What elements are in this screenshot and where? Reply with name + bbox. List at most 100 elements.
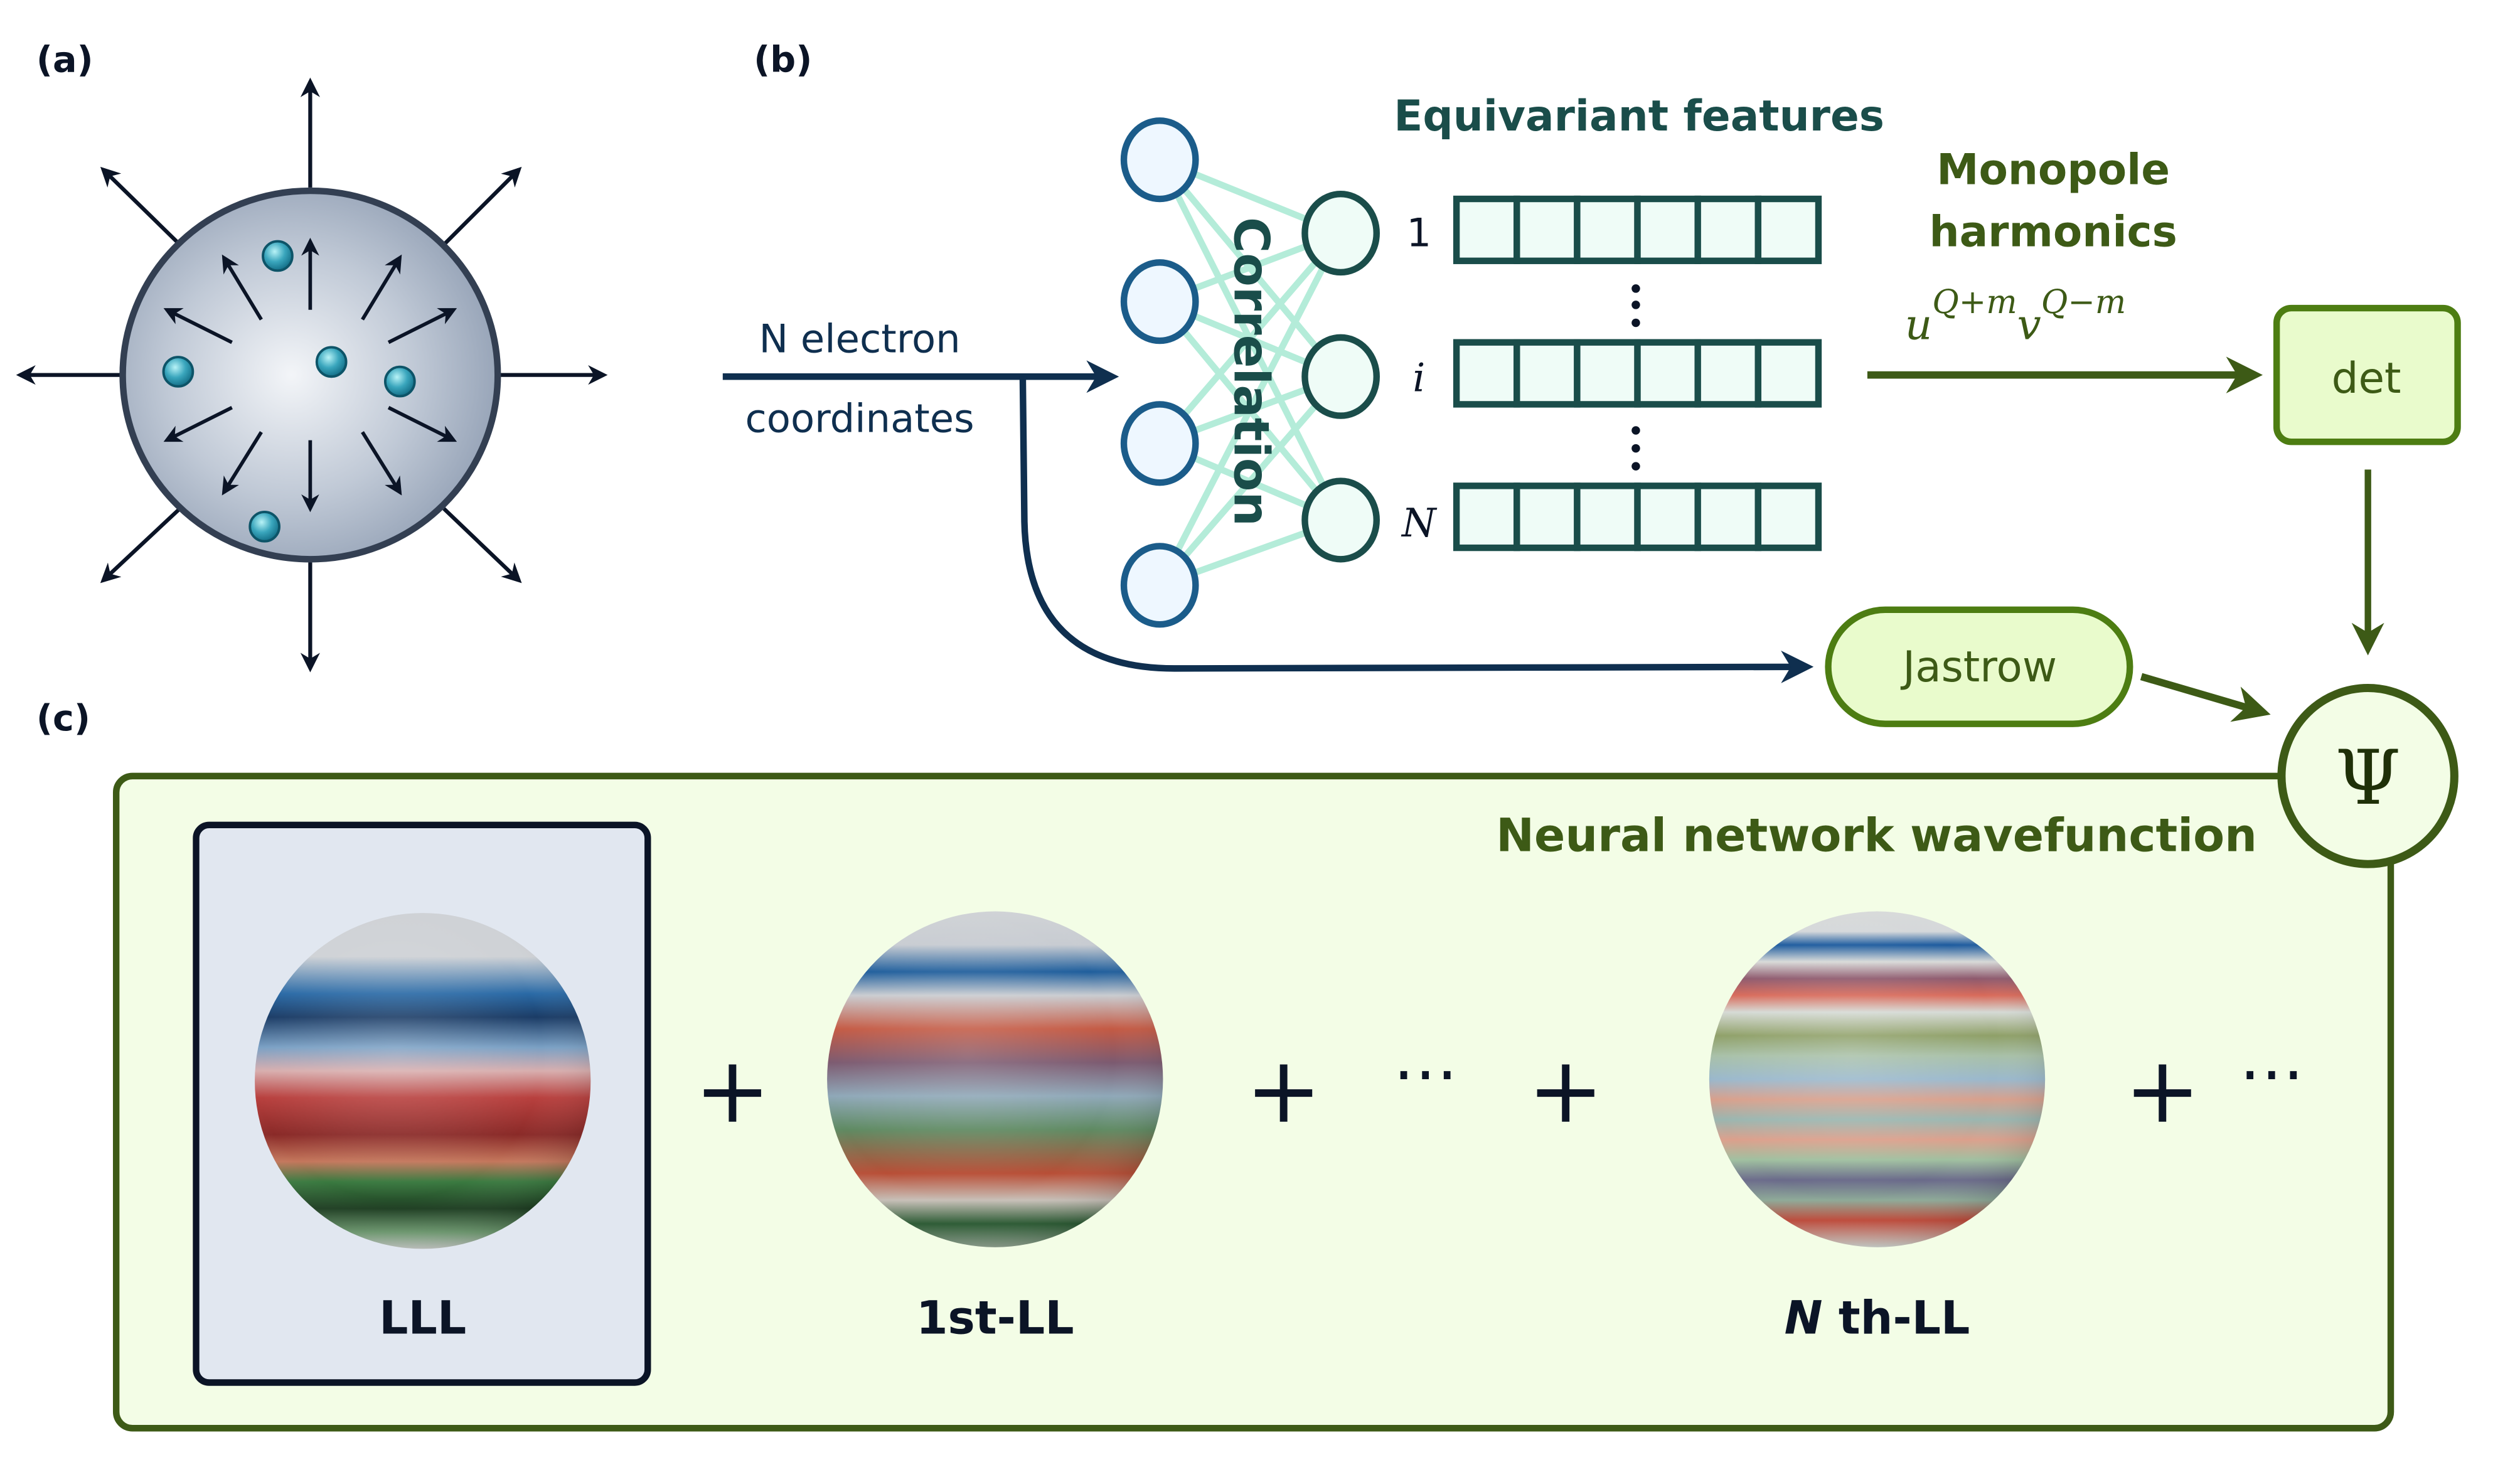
inner-arrow: [387, 406, 457, 442]
dot: [1631, 462, 1640, 471]
dot: [1631, 318, 1640, 328]
formula-v-exponent: Q−m: [2041, 284, 2126, 321]
term-label-nth-ll-suffix: th-LL: [1823, 1292, 1970, 1345]
monopole-formula: uQ+mvQ−m: [1905, 284, 2126, 349]
arrow-down-left: [100, 507, 181, 584]
feature-cell: [1754, 339, 1822, 408]
psi-node: Ψ: [2277, 684, 2459, 868]
sphere-1st-ll: [827, 911, 1163, 1247]
formula-u: u: [1905, 299, 1933, 349]
feature-cell: [1634, 195, 1701, 264]
panel-b: (b) N electron coordinates Correlation E…: [722, 39, 2461, 727]
inner-arrow: [163, 406, 233, 442]
feature-row: [1453, 195, 1822, 264]
panel-a-label: (a): [36, 39, 93, 80]
feature-cell: [1634, 339, 1701, 408]
feature-cell: [1453, 482, 1520, 552]
inner-arrow: [222, 254, 263, 321]
feature-cell: [1514, 482, 1581, 552]
dot: [1631, 444, 1640, 453]
vertical-ellipsis: [1631, 284, 1640, 471]
output-node: [1301, 191, 1380, 276]
plus-sign: +: [694, 1038, 771, 1144]
input-label-line2: coordinates: [745, 396, 974, 442]
network-edge: [1157, 231, 1343, 446]
wavefunction-title: Neural network wavefunction: [1496, 809, 2257, 862]
dot: [1631, 284, 1640, 293]
electron: [248, 510, 280, 543]
feature-cell: [1634, 482, 1701, 552]
input-node: [1120, 543, 1199, 628]
inner-arrow: [222, 431, 263, 496]
term-label-nth-ll-n: N: [1785, 1292, 1823, 1345]
dot: [1631, 301, 1640, 309]
feature-cell: [1754, 195, 1822, 264]
output-layer: [1301, 191, 1380, 563]
dot: [1631, 426, 1640, 435]
feature-cell: [1574, 482, 1641, 552]
correlation-label: Correlation: [1223, 217, 1279, 526]
det-label: det: [2332, 353, 2401, 403]
electrons: [162, 240, 416, 543]
inner-arrow: [163, 308, 233, 344]
feature-cell: [1514, 195, 1581, 264]
feature-cell: [1694, 339, 1762, 408]
input-node: [1120, 259, 1199, 344]
arrow-down-right: [442, 507, 522, 584]
det-box: det: [2273, 304, 2461, 445]
input-label-line1: N electron: [759, 316, 960, 361]
feature-cell: [1694, 482, 1762, 552]
feature-row: [1453, 339, 1822, 408]
jastrow-box: Jastrow: [1825, 606, 2133, 727]
feature-cell: [1514, 339, 1581, 408]
panel-b-label: (b): [754, 39, 812, 80]
row-label-1: 1: [1407, 210, 1432, 255]
inner-arrow: [361, 254, 402, 321]
formula-u-exponent: Q+m: [1932, 284, 2017, 321]
inner-arrow: [387, 308, 457, 344]
row-label-n: N: [1401, 500, 1438, 546]
ellipsis: ⋯: [1393, 1035, 1458, 1111]
arrow-up-right: [442, 166, 522, 246]
electron: [162, 356, 195, 388]
features-title: Equivariant features: [1394, 91, 1884, 141]
feature-row: [1453, 482, 1822, 552]
sphere-nth-ll: [1709, 911, 2046, 1247]
electron: [315, 346, 348, 378]
plus-sign: +: [1246, 1038, 1322, 1144]
feature-cell: [1754, 482, 1822, 552]
output-node: [1301, 334, 1380, 419]
electron: [383, 365, 416, 398]
input-node: [1120, 117, 1199, 203]
term-label-nth-ll: N th-LL: [1785, 1292, 1970, 1345]
formula-v: v: [2017, 299, 2041, 349]
panel-c-label: (c): [36, 698, 90, 739]
outward-field-arrows: [16, 77, 608, 673]
inner-field-arrows: [163, 237, 457, 513]
electron: [262, 240, 294, 272]
inner-arrow: [361, 431, 402, 496]
plus-sign: +: [1527, 1038, 1604, 1144]
output-node: [1301, 477, 1380, 563]
feature-cell: [1453, 195, 1520, 264]
sphere-lll: [255, 913, 591, 1249]
sum-operators: + + ⋯ + + ⋯: [694, 1035, 2304, 1144]
jastrow-label: Jastrow: [1900, 642, 2057, 691]
psi-label: Ψ: [2335, 735, 2401, 822]
sphere: [119, 187, 501, 563]
feature-cell: [1694, 195, 1762, 264]
feature-rows: [1453, 195, 1822, 552]
jastrow-to-psi-arrow: [2140, 673, 2271, 722]
feature-cell: [1574, 339, 1641, 408]
network-edge: [1157, 374, 1343, 588]
feature-cell: [1574, 195, 1641, 264]
input-node: [1120, 401, 1199, 486]
arrow-up-left: [100, 166, 181, 246]
row-label-i: i: [1412, 355, 1425, 401]
term-label-1st-ll: 1st-LL: [916, 1292, 1074, 1345]
panel-c: (c) Neural network wavefunction LLL 1st-…: [36, 684, 2459, 1432]
monopole-title-line1: Monopole: [1936, 145, 2170, 195]
network-edge: [1156, 232, 1344, 587]
jastrow-input-arrow: [1019, 376, 1814, 683]
